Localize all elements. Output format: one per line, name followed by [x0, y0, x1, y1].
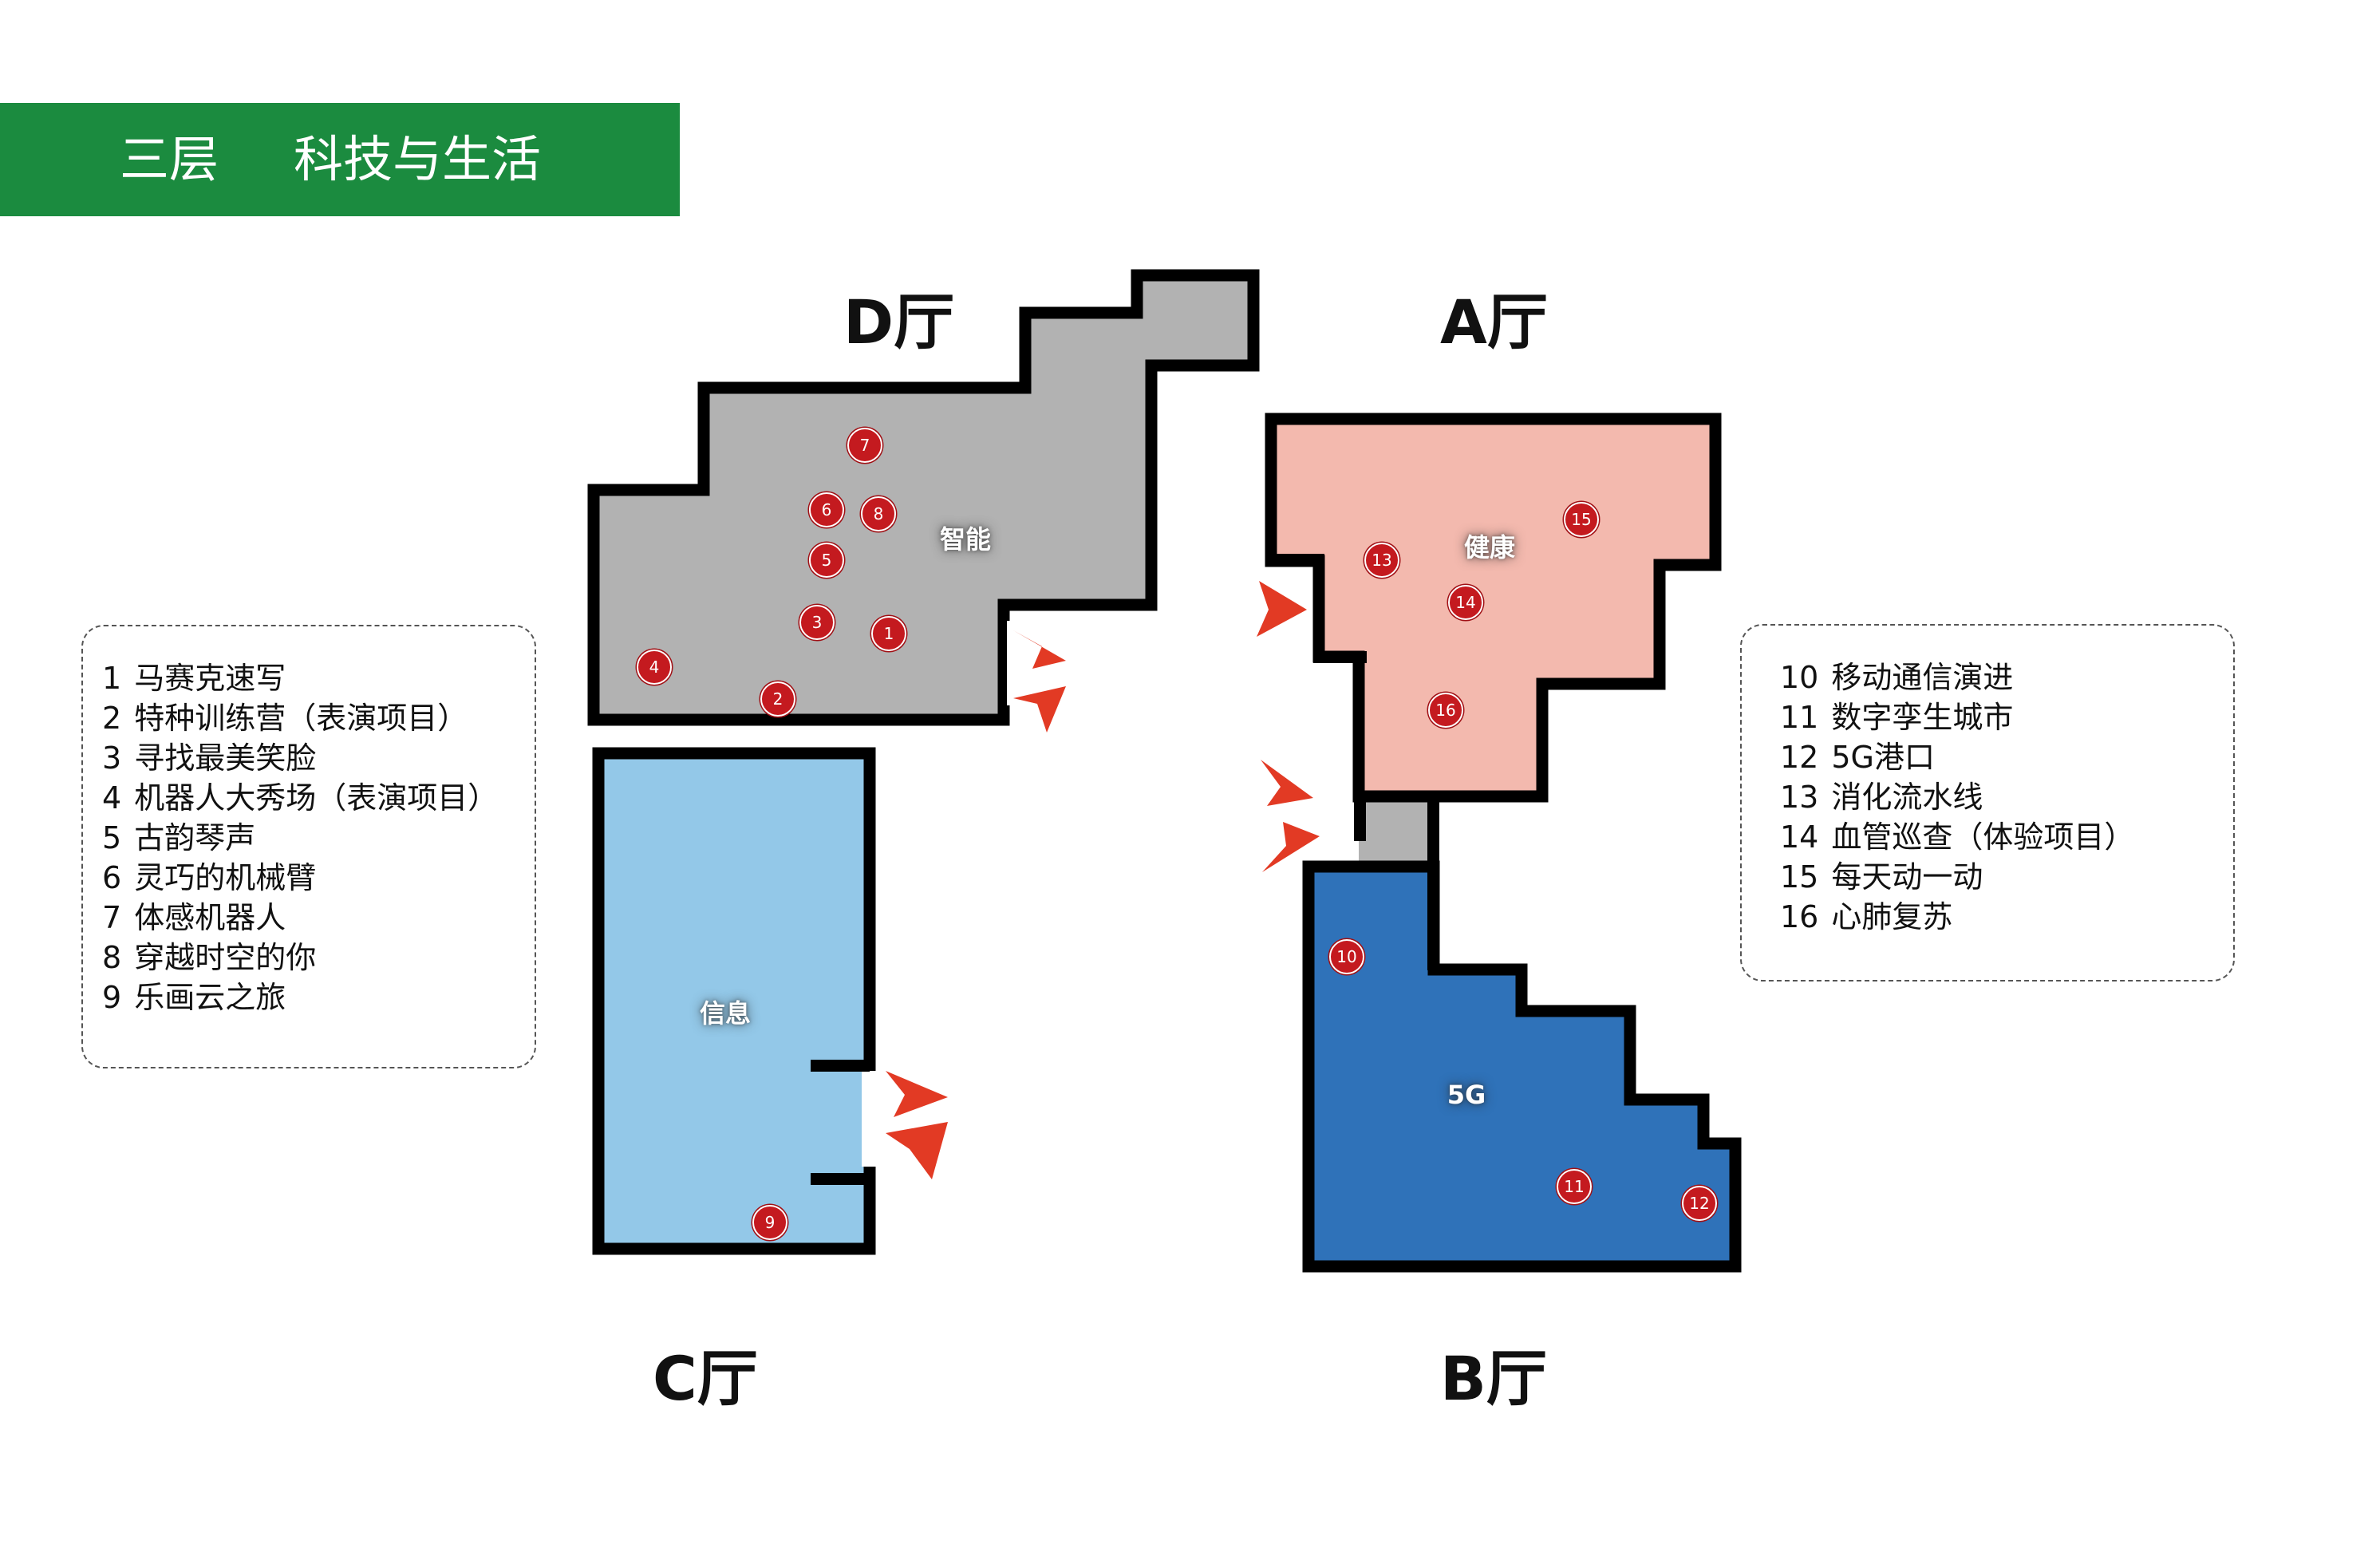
hall-c-label: C厅: [653, 1343, 758, 1414]
floor-label: 三层: [120, 130, 219, 188]
exhibit-marker-icon[interactable]: 12: [1682, 1186, 1717, 1221]
hall-c-entrance-gap: [862, 1071, 879, 1167]
connector-wall: [1354, 792, 1366, 841]
exhibit-marker-icon[interactable]: 11: [1557, 1169, 1592, 1204]
exhibit-marker-icon[interactable]: 5: [809, 543, 844, 578]
hall-a-label: A厅: [1440, 286, 1548, 357]
exhibit-marker-icon[interactable]: 15: [1564, 502, 1599, 537]
exhibit-marker-icon[interactable]: 16: [1428, 693, 1463, 728]
entrance-arrow-icon: [886, 1071, 948, 1179]
floor-theme: 科技与生活: [294, 130, 542, 188]
floor-header: 三层 科技与生活: [0, 103, 680, 216]
hall-c-wall-stub: [811, 1173, 870, 1185]
hall-c-wall-stub: [811, 1060, 870, 1072]
exhibit-marker-icon[interactable]: 1: [871, 616, 906, 651]
entrance-arrow-icon: [1261, 760, 1320, 872]
hall-a-wall-stub: [1313, 651, 1367, 663]
hall-b-label: B厅: [1440, 1343, 1547, 1414]
zone-label-health: 健康: [1463, 532, 1516, 563]
hall-d-entrance-gap: [1007, 621, 1018, 705]
exhibit-marker-icon[interactable]: 4: [637, 650, 672, 685]
exhibit-marker-icon[interactable]: 9: [752, 1205, 787, 1240]
zone-label-5g: 5G: [1447, 1080, 1486, 1110]
hall-a-area[interactable]: [1265, 413, 1722, 803]
exhibit-marker-icon[interactable]: 6: [809, 492, 844, 527]
entrance-arrow-icon: [1013, 630, 1066, 733]
hall-a-wall-stub: [1271, 554, 1324, 566]
hall-d-area[interactable]: [587, 269, 1260, 726]
entrance-arrow-icon: [1257, 581, 1307, 637]
exhibit-marker-icon[interactable]: 10: [1329, 939, 1364, 974]
hall-c-area[interactable]: [592, 747, 876, 1255]
zone-label-intelligence: 智能: [939, 524, 992, 555]
hall-d-label: D厅: [843, 286, 955, 357]
exhibit-marker-icon[interactable]: 8: [861, 496, 896, 531]
hall-b-area[interactable]: [1302, 860, 1742, 1273]
exhibit-marker-icon[interactable]: 3: [799, 605, 835, 640]
zone-label-information: 信息: [699, 998, 752, 1029]
exhibit-marker-icon[interactable]: 2: [760, 681, 795, 717]
exhibit-marker-icon[interactable]: 13: [1364, 543, 1399, 578]
exhibit-marker-icon[interactable]: 14: [1448, 585, 1483, 620]
connector-corridor: [1359, 796, 1434, 867]
exhibit-marker-icon[interactable]: 7: [847, 428, 882, 463]
connector-wall: [1427, 792, 1439, 970]
